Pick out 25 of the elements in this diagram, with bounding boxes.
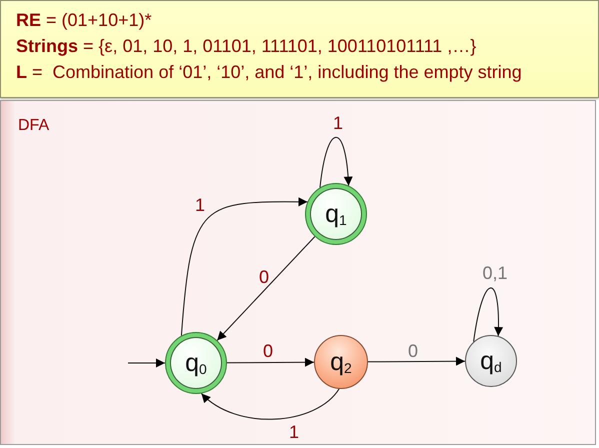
state-label: q$_{d}$ (480, 348, 502, 374)
edge-label: 0 (263, 341, 273, 361)
state-label: q$_{1}$ (325, 201, 347, 227)
edge-label: 1 (289, 422, 299, 442)
transition-arrow (368, 356, 466, 366)
diagram-panel (0, 100, 596, 445)
self-loop-arrow (473, 287, 503, 342)
edge-label: 1 (333, 113, 343, 133)
transition-arrow (180, 197, 308, 336)
self-loop-arrow (320, 136, 352, 188)
state-label: q$_{0}$ (185, 350, 207, 376)
transition-arrow (216, 236, 316, 341)
edge-label: 0 (259, 267, 269, 287)
state-label: q$_{2}$ (330, 349, 352, 375)
start-arrow (128, 358, 166, 368)
definition-text: RE = (01+10+1)* (16, 9, 152, 32)
edge-label: 0 (408, 341, 418, 361)
edge-label: 1 (195, 195, 205, 215)
definition-box (0, 0, 599, 98)
definition-text: L = Combination of ‘01’, ‘10’, and ‘1’, including the empty string (16, 61, 522, 84)
transition-arrow (226, 358, 314, 367)
edge-label: 0,1 (482, 263, 508, 283)
definition-text: Strings = {ε, 01, 10, 1, 01101, 111101, 100110101111 ,…} (16, 35, 476, 58)
transition-arrow (200, 388, 340, 420)
panel-title: DFA (18, 116, 50, 136)
